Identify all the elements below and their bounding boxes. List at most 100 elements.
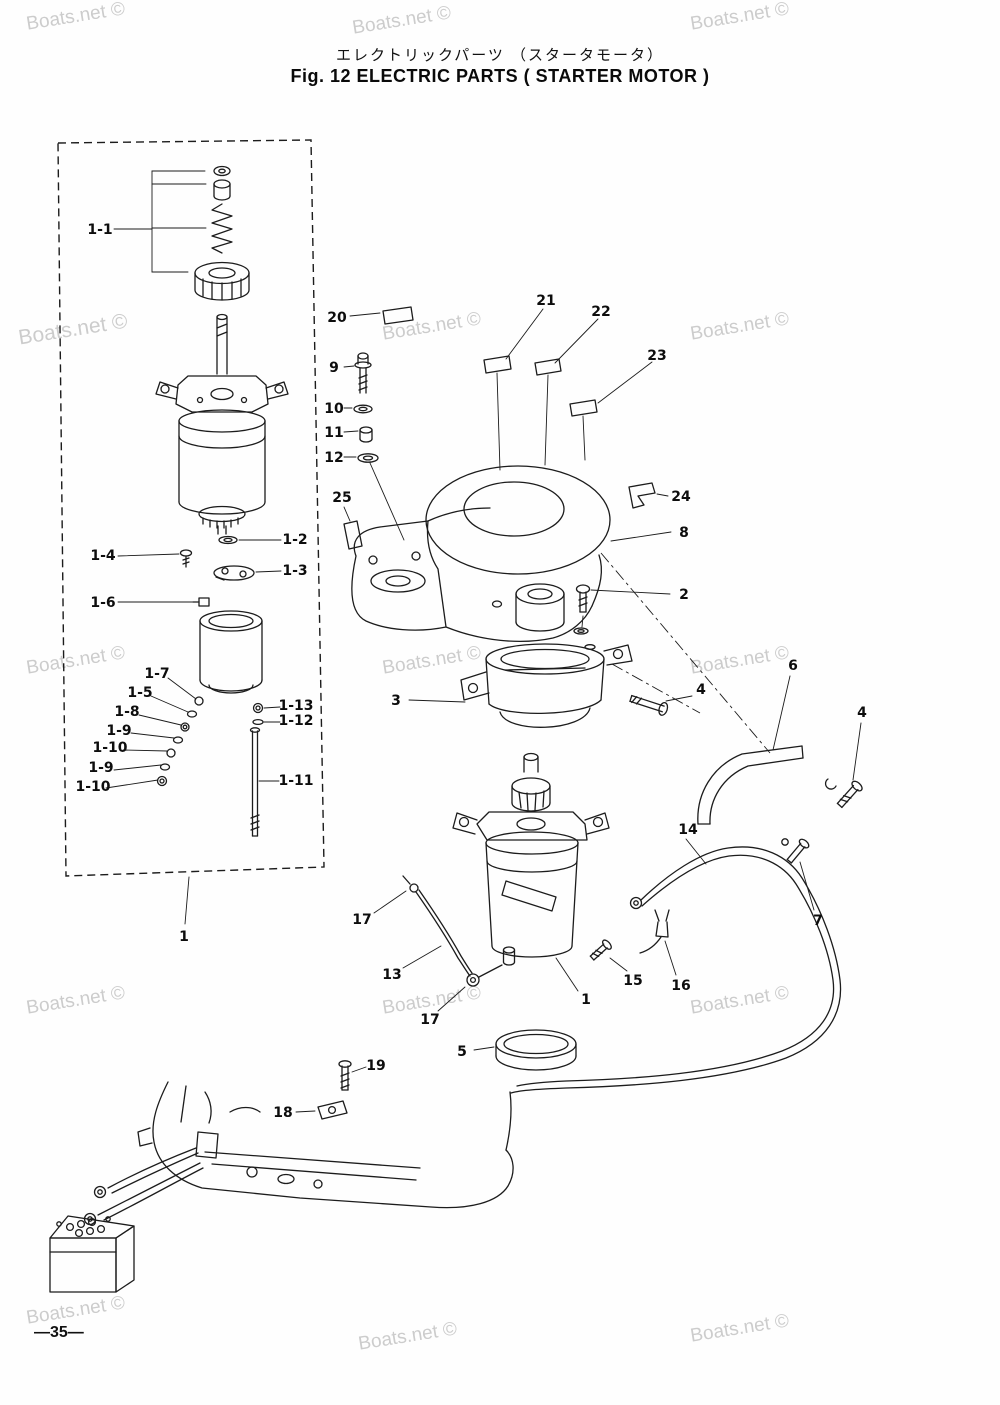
- exploded-starter-group: [105, 165, 289, 925]
- figure-title-japanese: エレクトリックパーツ （スタータモータ）: [335, 47, 665, 64]
- washer-under-bolt-2: [573, 627, 589, 635]
- callout-1-10a: 1-10: [92, 740, 127, 756]
- hardware-drop-line: [369, 462, 405, 541]
- bolt-2: [575, 584, 591, 613]
- callout-2: 2: [679, 587, 689, 603]
- callout-21: 21: [536, 293, 555, 309]
- callout-24: 24: [671, 489, 691, 505]
- callout-1-3: 1-3: [282, 563, 307, 579]
- sub-assembly-dashed-box: [57, 139, 325, 877]
- wire-clamp-18: [317, 1100, 348, 1120]
- flywheel-cover: [351, 465, 611, 642]
- nut-1-13: [252, 702, 264, 714]
- callout-11: 11: [324, 425, 343, 441]
- collar-11: [359, 426, 373, 443]
- motor-yoke: [178, 409, 266, 515]
- callout-5: 5: [457, 1044, 467, 1060]
- callout-17a: 17: [352, 912, 371, 928]
- washer-1-2: [218, 535, 238, 545]
- figure-title-english: Fig. 12 ELECTRIC PARTS ( STARTER MOTOR ): [290, 66, 710, 86]
- decal-22: [534, 358, 562, 376]
- battery-cable-14: [510, 846, 842, 1094]
- rear-cap: [199, 610, 263, 694]
- lead-wire-13: [402, 875, 503, 987]
- callout-1-9a: 1-9: [106, 723, 131, 739]
- callout-6: 6: [788, 658, 798, 674]
- alignment-centerline-2: [611, 663, 701, 714]
- through-bolt-1-11: [249, 727, 261, 837]
- callout-16: 16: [671, 978, 690, 994]
- decal-21: [483, 355, 512, 374]
- armature-shaft: [216, 313, 228, 375]
- pinion-spring: [211, 203, 233, 254]
- mount-bracket-3: [460, 643, 633, 728]
- callout-8: 8: [679, 525, 689, 541]
- washer-1-12: [252, 718, 264, 726]
- bolt-9: [354, 352, 372, 394]
- callout-7: 7: [813, 913, 823, 929]
- callout-9: 9: [329, 360, 339, 376]
- washer-12: [357, 453, 379, 463]
- battery: [49, 1215, 135, 1293]
- callout-25: 25: [332, 490, 351, 506]
- callout-17b: 17: [420, 1012, 439, 1028]
- callout-1-12: 1-12: [278, 713, 313, 729]
- callout-1-box: 1: [179, 929, 189, 945]
- callout-23: 23: [647, 348, 666, 364]
- callout-20: 20: [327, 310, 347, 326]
- bracket-25: [343, 520, 363, 550]
- bracket-24: [628, 482, 656, 509]
- washer-7: [781, 838, 789, 846]
- callout-4b: 4: [857, 705, 867, 721]
- callout-1-10b: 1-10: [75, 779, 110, 795]
- callout-1-4: 1-4: [90, 548, 116, 564]
- callout-1-2: 1-2: [282, 532, 307, 548]
- callout-1-6: 1-6: [90, 595, 115, 611]
- callout-3: 3: [391, 693, 401, 709]
- starter-motor-assembled: [452, 752, 610, 966]
- spring-washer-4b: [824, 778, 837, 790]
- callout-1-1-bracket-lines: [113, 170, 207, 273]
- callout-18: 18: [273, 1105, 292, 1121]
- bolt-4a: [629, 694, 669, 716]
- callout-14: 14: [678, 822, 698, 838]
- callout-1-5: 1-5: [127, 685, 152, 701]
- battery-leads: [83, 1147, 204, 1226]
- callout-1-9b: 1-9: [88, 760, 113, 776]
- cable-clamp-6: [697, 745, 804, 825]
- callout-22: 22: [591, 304, 610, 320]
- callout-1-11: 1-11: [278, 773, 313, 789]
- pinion-stopper: [213, 179, 231, 201]
- bolt-19: [338, 1060, 352, 1091]
- brush-plate-1-3: [213, 565, 255, 581]
- callout-10: 10: [324, 401, 344, 417]
- callout-15: 15: [623, 973, 642, 989]
- mount-band-5: [495, 1029, 577, 1071]
- decal-20: [382, 306, 414, 325]
- main-leader-lines: [295, 308, 862, 1113]
- screw-1-4: [179, 549, 193, 568]
- callout-1-main: 1: [581, 992, 591, 1008]
- cover-neck: [515, 583, 565, 632]
- callout-13: 13: [382, 967, 401, 983]
- pinion-gear: [194, 261, 250, 301]
- alignment-centerline: [600, 552, 771, 754]
- decal-23: [569, 399, 598, 417]
- callout-19: 19: [366, 1058, 385, 1074]
- bolt-15: [589, 939, 612, 961]
- box-leader-lines: [105, 539, 282, 925]
- callout-1-7: 1-7: [144, 666, 169, 682]
- callout-1-1: 1-1: [87, 222, 112, 238]
- callout-4a: 4: [696, 682, 706, 698]
- callout-1-8: 1-8: [114, 704, 139, 720]
- washer-10: [353, 404, 373, 414]
- page-number: —35—: [34, 1324, 84, 1341]
- bolt-2-drop-line: [581, 615, 584, 628]
- callout-12: 12: [324, 450, 343, 466]
- e-ring: [213, 165, 231, 177]
- front-bracket: [155, 375, 289, 413]
- bolt-4b: [836, 780, 863, 809]
- bolt-7: [786, 838, 810, 864]
